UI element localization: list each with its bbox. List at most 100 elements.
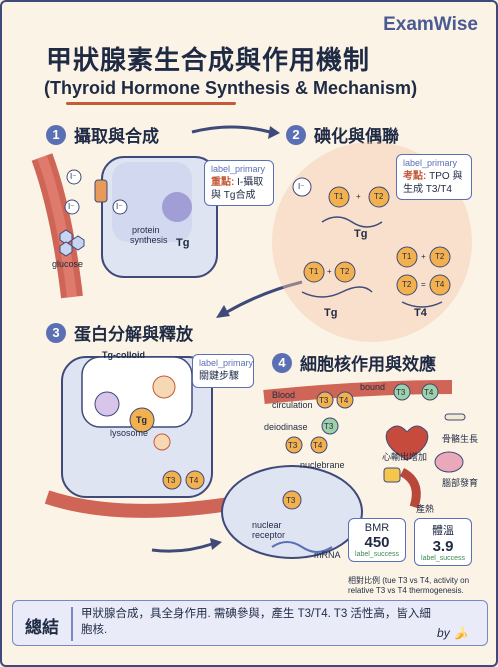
arrow-step1-to-step2 <box>191 125 271 134</box>
mrna-label: mRNA <box>314 550 341 560</box>
protein-label: protein <box>132 225 160 235</box>
eq-label: = <box>421 280 426 289</box>
summary-box: 總結 甲狀腺合成，具全身作用. 需碘參與，產生 T3/T4. T3 活性高，皆入… <box>12 600 488 646</box>
step-2-title: 碘化與偶聯 <box>314 127 399 146</box>
note-step3-text: 關鍵步驟 <box>199 371 239 383</box>
page-subtitle: (Thyroid Hormone Synthesis & Mechanism) <box>44 78 418 98</box>
t3-label-b: T3 <box>319 396 329 405</box>
note-step1-text: I-攝取與 Tg合成 <box>211 177 264 201</box>
title-underline <box>66 102 236 105</box>
bmr-value: 450 <box>364 534 390 551</box>
tg-colloid-label: Tg-colloid <box>102 350 145 360</box>
temp-value: 3.9 <box>432 538 454 555</box>
bmr-tag: label_success <box>355 551 399 558</box>
nucleus-1 <box>162 192 192 222</box>
iodide-label-3: I⁻ <box>116 202 123 211</box>
target-cell <box>221 465 363 559</box>
heat-effect-label: 產熱 <box>416 504 435 514</box>
note-step2-prefix: 考點: <box>403 171 427 183</box>
t2-label-d: T2 <box>402 280 412 289</box>
glucose-label: glucose <box>52 259 84 269</box>
tg-label-3: Tg <box>324 307 338 319</box>
nuclear-label: nuclear <box>252 520 282 530</box>
step1-illustration <box>31 153 218 299</box>
muscle-icon <box>399 467 421 509</box>
plus-label-a: + <box>356 192 361 201</box>
note-step2: label_primary 考點: TPO 與生成 T3/T4 <box>396 154 472 201</box>
tg-label-4: Tg <box>136 415 147 425</box>
bmr-metric-card: BMR 450 label_success <box>348 518 406 562</box>
temp-metric-card: 體溫 3.9 label_success <box>414 518 472 566</box>
blood-label-1: Blood <box>272 390 296 400</box>
step-4-number: 4 <box>272 352 292 373</box>
brand-logo: ExamWise <box>383 14 478 35</box>
t1-label-b: T1 <box>309 267 319 276</box>
summary-text: 甲狀腺合成，具全身作用. 需碘參與，產生 T3/T4. T3 活性高，皆入細胞核… <box>81 608 431 636</box>
deiodinase-label: deiodinase <box>264 422 308 432</box>
t4-label-b: T4 <box>414 307 427 319</box>
step-2-number: 2 <box>286 124 306 145</box>
brain-effect-label: 腦部發育 <box>442 478 479 488</box>
note-step1-tag: label_primary <box>211 164 266 174</box>
t3-label-d: T3 <box>324 422 334 431</box>
step-4-title: 細胞核作用與效應 <box>300 355 436 374</box>
t4-label-c: T4 <box>189 476 199 485</box>
note-step2-tag: label_primary <box>403 158 458 168</box>
step-3-title: 蛋白分解與釋放 <box>74 325 193 344</box>
arrow-head-2 <box>216 305 230 318</box>
t3-label-f: T3 <box>286 496 296 505</box>
note-step1: label_primary 重點: I-攝取與 Tg合成 <box>204 160 274 207</box>
bone-effect-label: 骨骼生長 <box>442 434 479 444</box>
t1-label-a: T1 <box>334 192 344 201</box>
summary-heading: 總結 <box>25 618 59 637</box>
plus-label-c: + <box>421 252 426 261</box>
t4-label-a: T4 <box>435 280 445 289</box>
synthesis-label: synthesis <box>130 235 168 245</box>
bone-icon <box>444 413 466 421</box>
plus-label-b: + <box>327 267 332 276</box>
step3-illustration <box>44 356 244 518</box>
step-1-number: 1 <box>46 124 66 145</box>
page-title: 甲狀腺素生合成與作用機制 <box>46 45 371 75</box>
temp-tag: label_success <box>421 555 465 562</box>
step-1-header: 1 攝取與合成 <box>46 122 159 147</box>
receptor-label: receptor <box>252 530 286 540</box>
arrow-step3-to-step4 <box>151 542 213 553</box>
t3-label-c: T3 <box>396 388 406 397</box>
t4-label-e: T4 <box>424 388 434 397</box>
t1-label-c: T1 <box>402 252 412 261</box>
nis-symporter <box>94 179 108 203</box>
iodide-label-4: I⁻ <box>298 182 305 191</box>
nuclebrane-label: nuclebrane <box>300 460 345 470</box>
tg-label-1: Tg <box>176 237 190 249</box>
iodide-label-1: I⁻ <box>70 172 77 181</box>
lysosome-label: lysosome <box>110 428 149 438</box>
iodide-label-2: I⁻ <box>68 202 75 211</box>
arrow-head-1 <box>268 126 280 139</box>
step-3-number: 3 <box>46 322 66 343</box>
brain-icon <box>434 451 464 473</box>
t2-label-c: T2 <box>435 252 445 261</box>
bmr-label: BMR <box>364 522 390 534</box>
note-step2-text: TPO 與生成 T3/T4 <box>403 171 463 195</box>
step-4-header: 4 細胞核作用與效應 <box>272 350 436 375</box>
t3-label-a: T3 <box>166 476 176 485</box>
step-2-header: 2 碘化與偶聯 <box>286 122 399 147</box>
t4-label-d: T4 <box>339 396 349 405</box>
t2-label-a: T2 <box>374 192 384 201</box>
note-step3: label_primary 關鍵步驟 <box>192 354 254 388</box>
tg-label-2: Tg <box>354 228 368 240</box>
t3-label-e: T3 <box>288 441 298 450</box>
heart-icon <box>385 425 429 461</box>
t2-label-b: T2 <box>340 267 350 276</box>
arrow-head-3 <box>210 538 222 550</box>
step-1-title: 攝取與合成 <box>74 127 159 146</box>
step-3-header: 3 蛋白分解與釋放 <box>46 320 193 345</box>
summary-divider <box>71 607 73 641</box>
t4-label-f: T4 <box>313 441 323 450</box>
relative-note: 相對比例 (tue T3 vs T4, activity on relative… <box>348 576 470 595</box>
arrow-step2-to-step3 <box>226 280 303 314</box>
step4-illustration <box>221 380 466 559</box>
